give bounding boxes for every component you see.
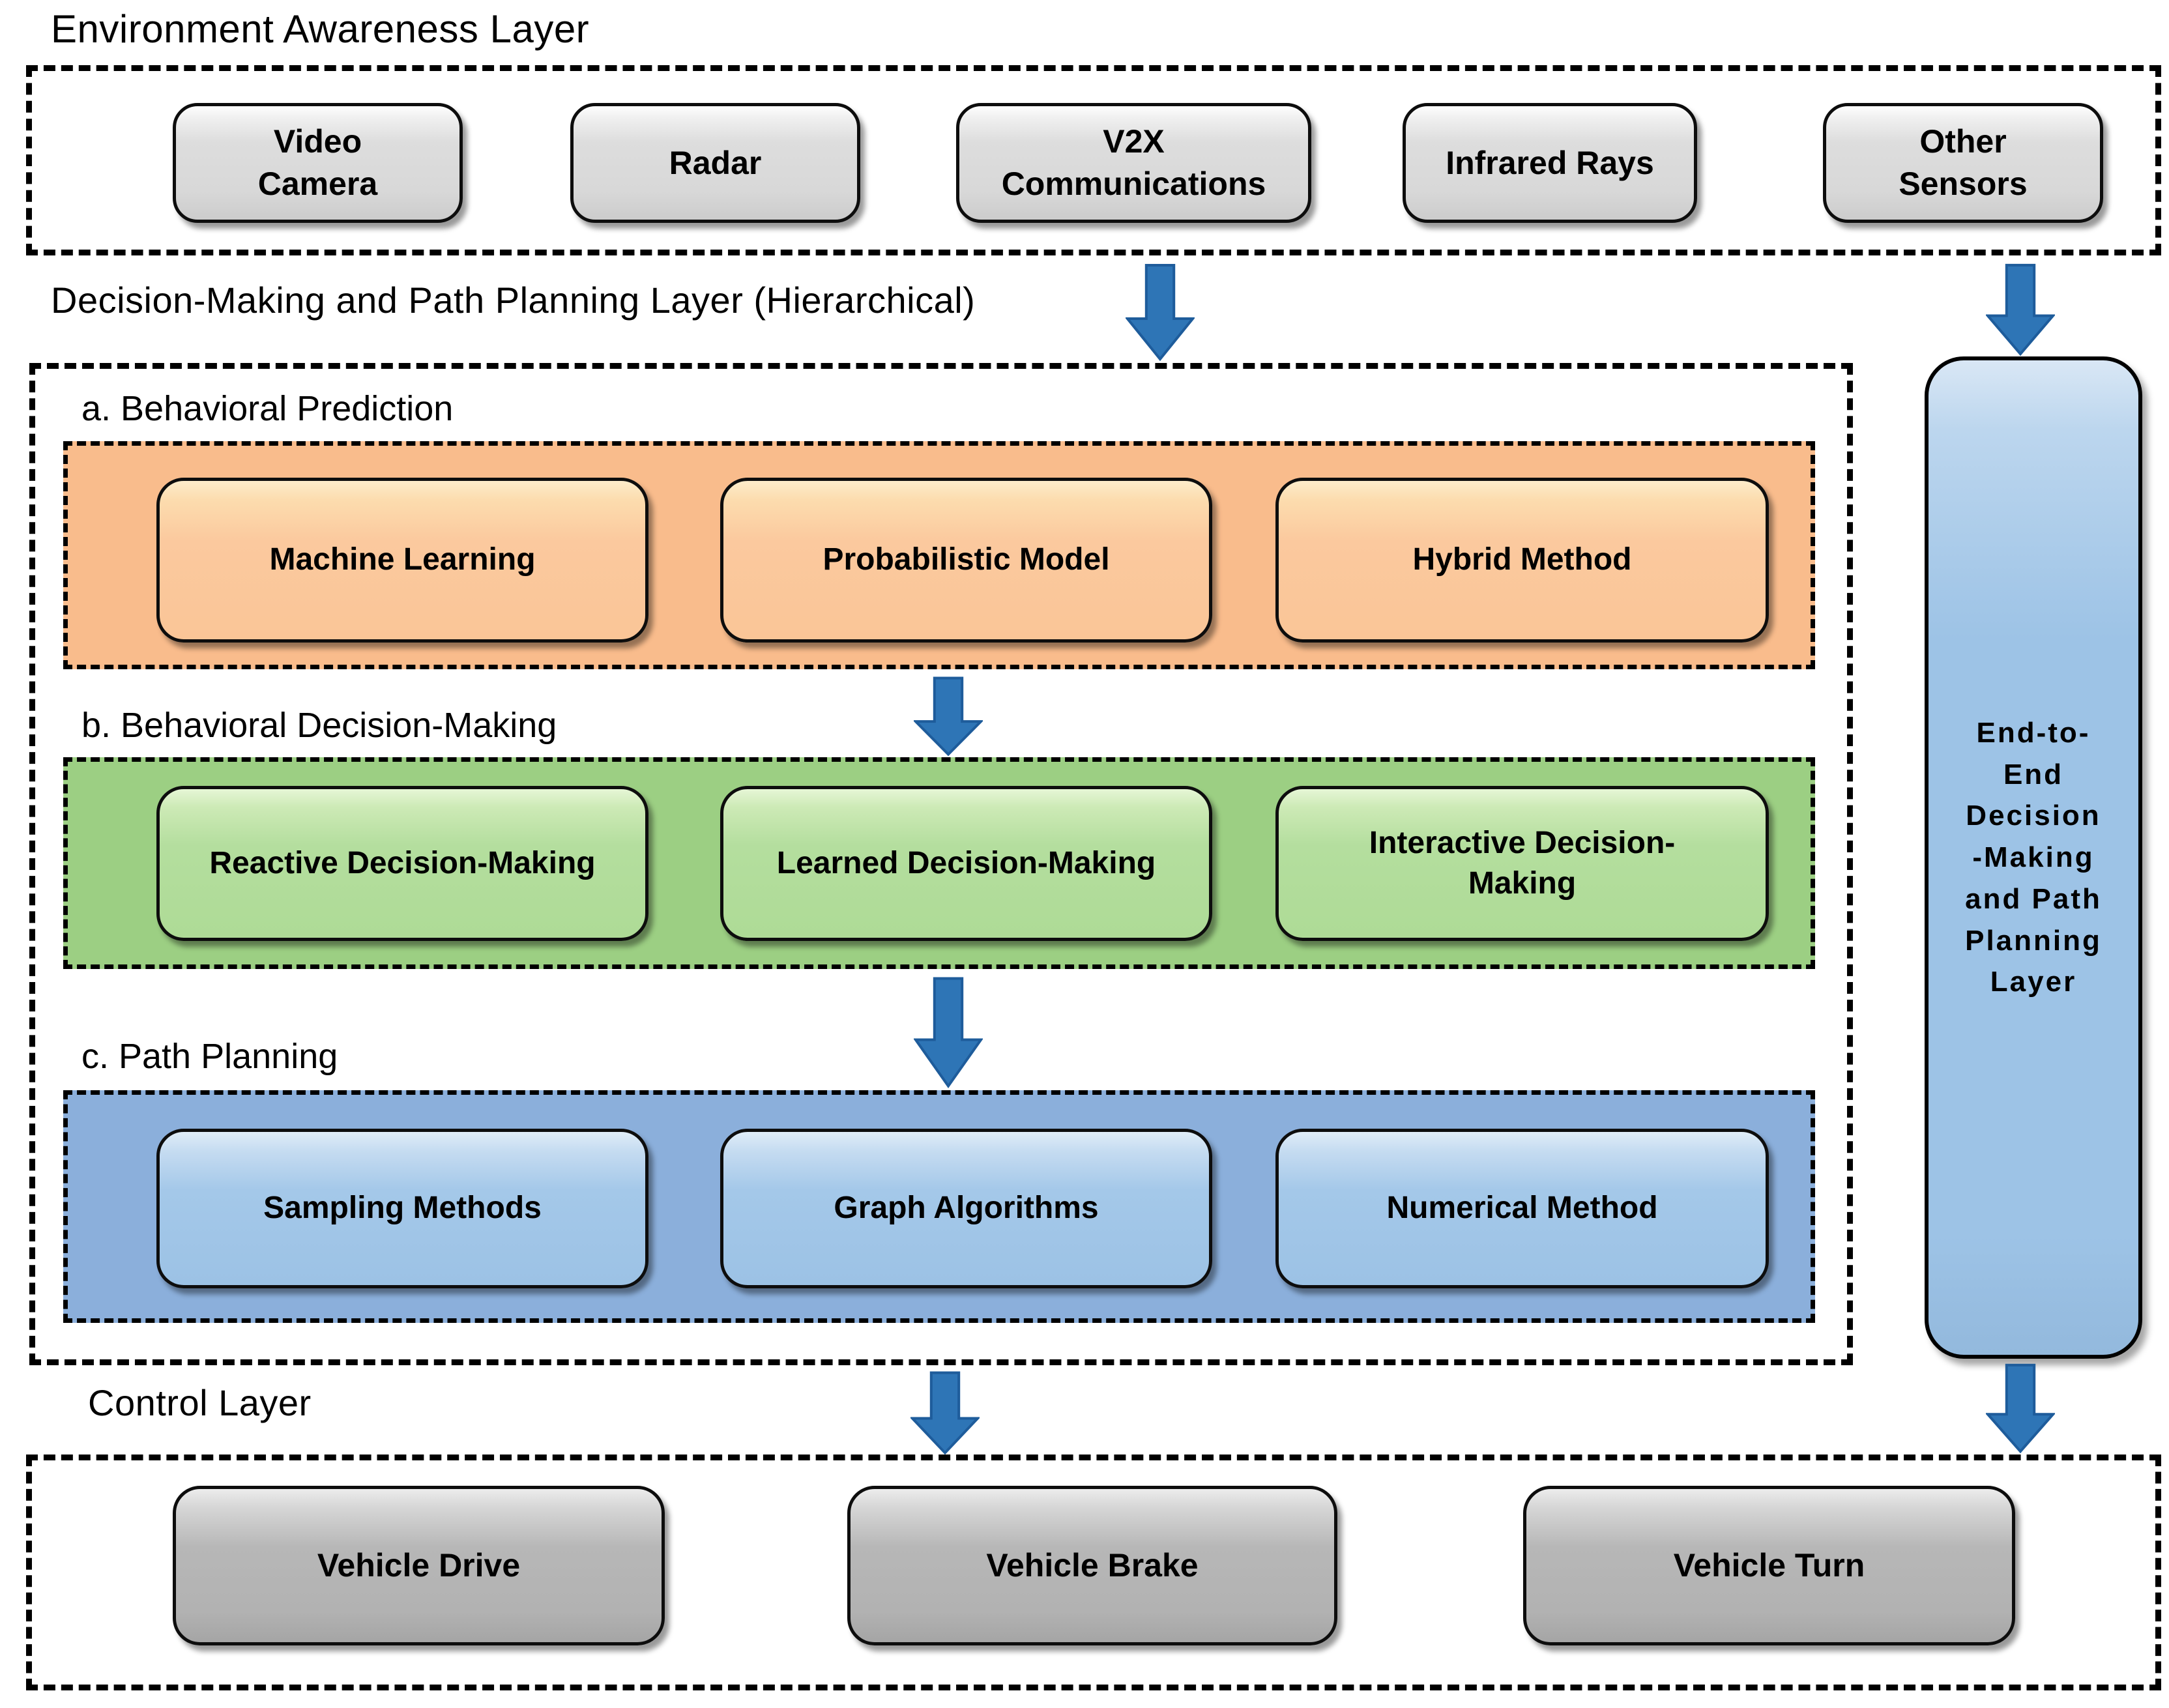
control-layer-frame: [26, 1455, 2161, 1690]
environment-layer-frame: [26, 65, 2161, 255]
box-machine-learning: Machine Learning: [156, 478, 648, 643]
sensor-box-infrared-rays: Infrared Rays: [1403, 103, 1697, 223]
down-arrow-prediction-to-decision-icon: [914, 676, 983, 756]
decision-layer-title: Decision-Making and Path Planning Layer …: [51, 280, 976, 321]
box-graph-algorithms: Graph Algorithms: [720, 1129, 1212, 1288]
down-arrow-env-to-end-to-end-icon: [1986, 263, 2055, 356]
end-to-end-layer-box: End-to- End Decision -Making and Path Pl…: [1925, 356, 2142, 1359]
box-numerical-method: Numerical Method: [1275, 1129, 1769, 1288]
sensor-box-video-camera: Video Camera: [173, 103, 463, 223]
box-vehicle-turn: Vehicle Turn: [1523, 1486, 2015, 1645]
box-probabilistic-model: Probabilistic Model: [720, 478, 1212, 643]
down-arrow-end-to-end-to-control-icon: [1986, 1363, 2055, 1453]
section-label-path-planning: c. Path Planning: [81, 1037, 338, 1076]
box-interactive-decision-making: Interactive Decision- Making: [1275, 786, 1769, 941]
box-sampling-methods: Sampling Methods: [156, 1129, 648, 1288]
box-learned-decision-making: Learned Decision-Making: [720, 786, 1212, 941]
decision-layer-frame: [29, 363, 1853, 1365]
box-reactive-decision-making: Reactive Decision-Making: [156, 786, 648, 941]
down-arrow-decision-to-path-planning-icon: [914, 976, 983, 1088]
sensor-box-radar: Radar: [570, 103, 860, 223]
down-arrow-env-to-decision-icon: [1126, 263, 1195, 361]
sensor-box-other-sensors: Other Sensors: [1823, 103, 2103, 223]
control-layer-title: Control Layer: [88, 1382, 312, 1423]
box-vehicle-brake: Vehicle Brake: [847, 1486, 1337, 1645]
sensor-box-v2x-communications: V2X Communications: [956, 103, 1311, 223]
environment-layer-title: Environment Awareness Layer: [51, 7, 590, 51]
box-hybrid-method: Hybrid Method: [1275, 478, 1769, 643]
box-vehicle-drive: Vehicle Drive: [173, 1486, 665, 1645]
section-label-behavioral-decision-making: b. Behavioral Decision-Making: [81, 706, 557, 745]
down-arrow-decision-to-control-icon: [910, 1371, 980, 1455]
section-label-behavioral-prediction: a. Behavioral Prediction: [81, 389, 454, 428]
